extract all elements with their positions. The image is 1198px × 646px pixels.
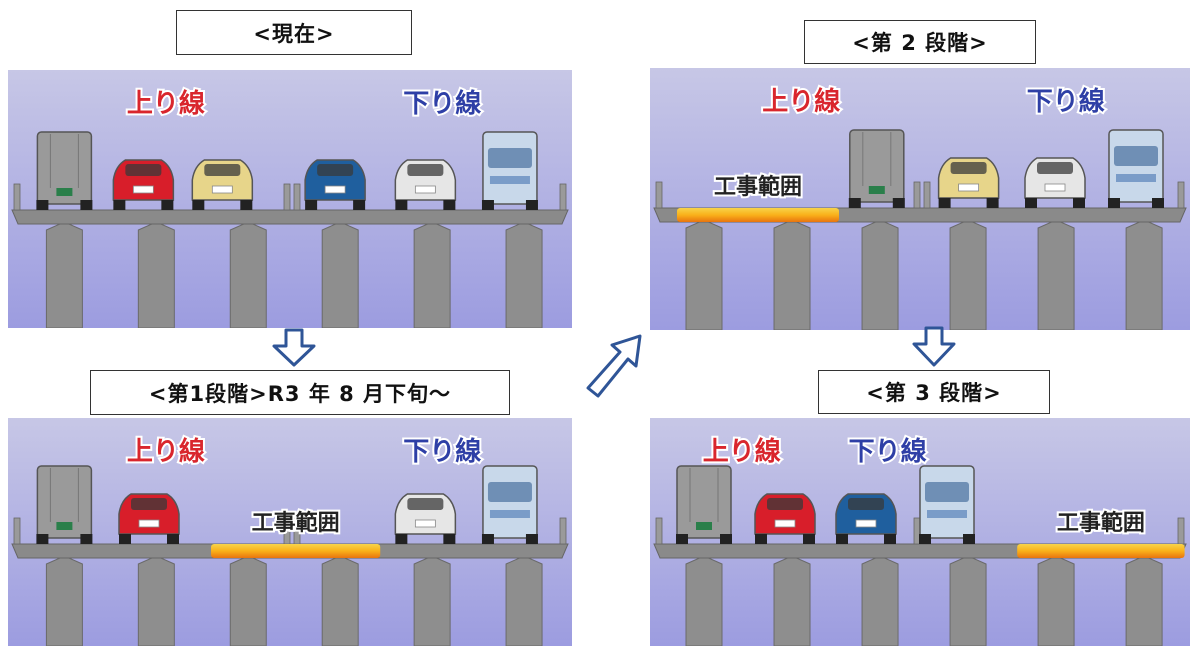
white-car-icon [394, 493, 457, 544]
blue-truck-icon [481, 131, 538, 210]
construction-label: 工事範囲 [714, 174, 802, 200]
pier [45, 221, 83, 328]
pier [773, 219, 811, 330]
red-car-icon [118, 493, 180, 544]
truck-icon [36, 131, 93, 210]
pier [949, 555, 987, 646]
pier [137, 555, 175, 646]
panel-stage1: 工事範囲 上り線 下り線 [8, 418, 572, 646]
construction-zone [211, 544, 381, 558]
pier [45, 555, 83, 646]
bridge-diagram-current: 上り線 下り線 [8, 70, 572, 328]
stage-label-stage1: <第1段階>R3 年 8 月下旬～ [90, 370, 510, 415]
truck-icon [676, 465, 732, 544]
blue-truck-icon [919, 465, 975, 544]
down-line-label: 下り線 [849, 436, 927, 467]
pier [137, 221, 175, 328]
vehicles [36, 465, 538, 544]
stage-label-stage2: <第 2 段階> [804, 20, 1036, 64]
pier [685, 219, 723, 330]
yellow-car-icon [937, 157, 1000, 208]
pier [1125, 219, 1163, 330]
construction-label: 工事範囲 [252, 510, 340, 536]
pier [1125, 555, 1163, 646]
bridge-diagram-stage3: 工事範囲 上り線 下り線 [650, 418, 1190, 646]
pier [505, 221, 543, 328]
down-line-label: 下り線 [403, 436, 481, 467]
truck-icon [848, 129, 905, 208]
pier [773, 555, 811, 646]
truck-icon [36, 465, 93, 544]
vehicles [848, 129, 1164, 208]
vehicles [36, 131, 538, 210]
pier [321, 221, 359, 328]
up-line-label: 上り線 [762, 86, 840, 117]
blue-car-icon [304, 159, 366, 210]
construction-label: 工事範囲 [1057, 510, 1145, 536]
stage-label-current: <現在> [176, 10, 412, 55]
panel-stage3: 工事範囲 上り線 下り線 [650, 418, 1190, 646]
yellow-car-icon [191, 159, 254, 210]
arrow-down-icon [272, 328, 316, 367]
vehicles [676, 465, 975, 544]
white-car-icon [394, 159, 457, 210]
red-car-icon [112, 159, 175, 210]
pier [1037, 555, 1075, 646]
pier [861, 219, 899, 330]
down-line-label: 下り線 [1027, 86, 1105, 117]
pier [685, 555, 723, 646]
arrow-down-icon [912, 326, 956, 367]
pier [413, 555, 451, 646]
arrow-up-right-icon [586, 334, 642, 398]
blue-truck-icon [481, 465, 538, 544]
white-car-icon [1024, 157, 1086, 208]
pier [229, 221, 267, 328]
up-line-label: 上り線 [127, 436, 205, 467]
down-line-label: 下り線 [403, 88, 481, 119]
up-line-label: 上り線 [127, 88, 205, 119]
pier [505, 555, 543, 646]
stage-label-stage3: <第 3 段階> [818, 370, 1050, 414]
blue-truck-icon [1108, 129, 1164, 208]
blue-car-icon [835, 493, 897, 544]
pier [321, 555, 359, 646]
bridge-deck [11, 209, 569, 225]
panel-stage2: 工事範囲 上り線 下り線 [650, 68, 1190, 330]
bridge-diagram-stage2: 工事範囲 上り線 下り線 [650, 68, 1190, 330]
bridge-diagram-stage1: 工事範囲 上り線 下り線 [8, 418, 572, 646]
pier [229, 555, 267, 646]
pier [861, 555, 899, 646]
construction-zone [1017, 544, 1185, 558]
up-line-label: 上り線 [703, 436, 781, 467]
pier [949, 219, 987, 330]
pier [413, 221, 451, 328]
construction-zone [677, 208, 839, 222]
panel-current: 上り線 下り線 [8, 70, 572, 328]
pier [1037, 219, 1075, 330]
red-car-icon [754, 493, 816, 544]
